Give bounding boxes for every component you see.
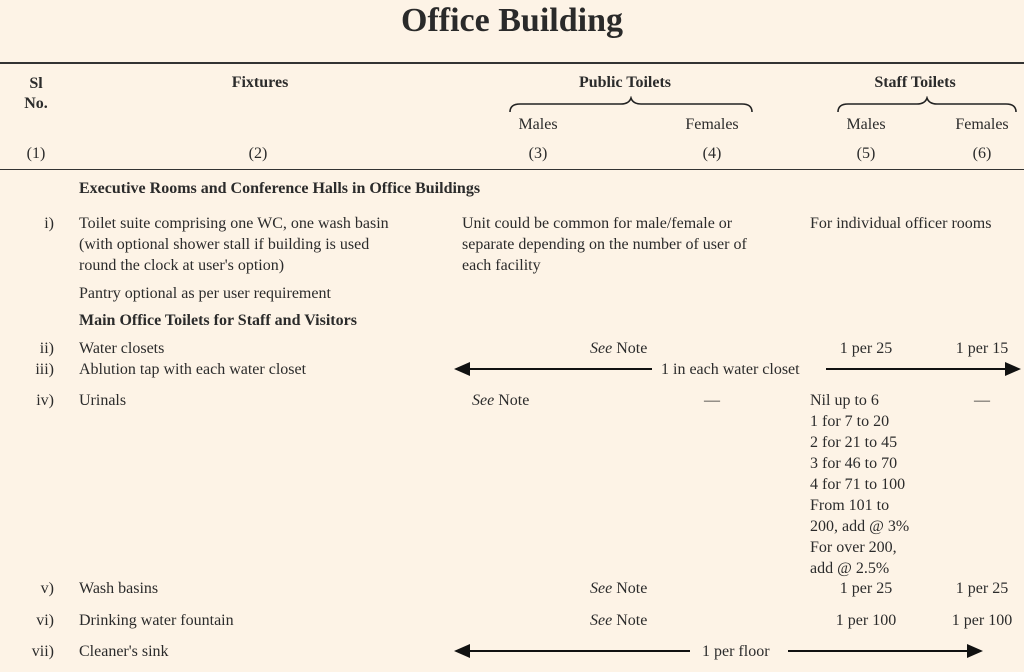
note-label: Note [612,612,648,629]
sl-no-line2: No. [24,95,48,112]
note-label: Note [494,392,530,409]
section-main-office-heading: Main Office Toilets for Staff and Visito… [79,312,357,329]
row-4-staff-males: Nil up to 6 1 for 7 to 20 2 for 21 to 45… [810,390,909,579]
urinal-rule-line: For over 200, [810,539,897,556]
row-3-fixture: Ablution tap with each water closet [79,361,307,378]
row-1-public-line: each facility [462,257,541,274]
page-title: Office Building [401,2,623,39]
row-5-staff-females: 1 per 25 [955,580,1009,597]
row-4-public-females: — [704,392,720,409]
row-3-left-arrow [454,362,652,376]
urinal-rule-line: 200, add @ 3% [810,518,910,535]
row-1-number: i) [44,215,54,232]
urinal-rule-line: 2 for 21 to 45 [810,434,898,451]
row-4-fixture: Urinals [79,392,127,409]
fixtures-heading: Fixtures [231,74,289,91]
row-1-public-line: Unit could be common for male/female or [462,215,733,232]
row-1-fixture: Toilet suite comprising one WC, one wash… [79,213,389,276]
staff-males-heading: Males [846,116,886,133]
row-1-pantry: Pantry optional as per user requirement [79,285,331,302]
row-2-staff-males: 1 per 25 [839,340,893,357]
header-bottom-rule [0,169,1024,170]
row-4-public-note: See Note [472,390,529,411]
row-4-number: iv) [36,392,54,409]
col-number-4: (4) [702,145,722,162]
col-number-2: (2) [248,145,268,162]
row-6-fixture: Drinking water fountain [79,612,234,629]
row-3-number: iii) [35,361,54,378]
sl-no-line1: Sl [29,75,43,92]
row-6-staff-males: 1 per 100 [835,612,897,629]
row-1-public: Unit could be common for male/female or … [462,213,747,276]
col-number-5: (5) [856,145,876,162]
see-label: See [590,340,613,357]
row-2-number: ii) [39,340,54,357]
row-4-staff-females: — [974,392,990,409]
row-2-fixture: Water closets [79,340,165,357]
note-label: Note [612,580,648,597]
row-1-public-line: separate depending on the number of user… [462,236,747,253]
row-6-public-note: See Note [590,610,647,631]
urinal-rule-line: 1 for 7 to 20 [810,413,890,430]
col-number-1: (1) [26,145,46,162]
row-5-number: v) [40,580,54,597]
col-number-3: (3) [528,145,548,162]
public-males-heading: Males [518,116,558,133]
row-5-public-note: See Note [590,578,647,599]
note-label: Note [612,340,648,357]
see-label: See [590,580,613,597]
row-7-right-arrow [788,644,983,658]
row-5-fixture: Wash basins [79,580,159,597]
row-7-span-text: 1 per floor [702,643,770,660]
staff-toilets-heading: Staff Toilets [874,74,956,91]
sl-no-heading: Sl No. [14,74,58,114]
row-1-staff: For individual officer rooms [810,215,992,232]
row-3-span-text: 1 in each water closet [661,361,800,378]
public-females-heading: Females [685,116,739,133]
row-1-fixture-line: (with optional shower stall if building … [79,236,370,253]
public-toilets-brace [509,96,753,113]
staff-females-heading: Females [955,116,1009,133]
row-6-number: vi) [36,612,54,629]
urinal-rule-line: 3 for 46 to 70 [810,455,898,472]
row-7-fixture: Cleaner's sink [79,643,169,660]
row-1-fixture-line: Toilet suite comprising one WC, one wash… [79,215,389,232]
row-1-fixture-line: round the clock at user's option) [79,257,285,274]
row-7-number: vii) [31,643,54,660]
row-2-public-note: See Note [590,338,647,359]
urinal-rule-line: add @ 2.5% [810,560,890,577]
row-7-left-arrow [454,644,690,658]
staff-toilets-brace [837,96,1017,113]
header-top-rule [0,62,1024,64]
public-toilets-heading: Public Toilets [578,74,672,91]
see-label: See [472,392,495,409]
urinal-rule-line: From 101 to [810,497,890,514]
section-executive-heading: Executive Rooms and Conference Halls in … [79,180,481,197]
see-label: See [590,612,613,629]
row-3-right-arrow [826,362,1021,376]
row-2-staff-females: 1 per 15 [955,340,1009,357]
row-5-staff-males: 1 per 25 [839,580,893,597]
row-6-staff-females: 1 per 100 [951,612,1013,629]
col-number-6: (6) [972,145,992,162]
urinal-rule-line: Nil up to 6 [810,392,879,409]
urinal-rule-line: 4 for 71 to 100 [810,476,906,493]
